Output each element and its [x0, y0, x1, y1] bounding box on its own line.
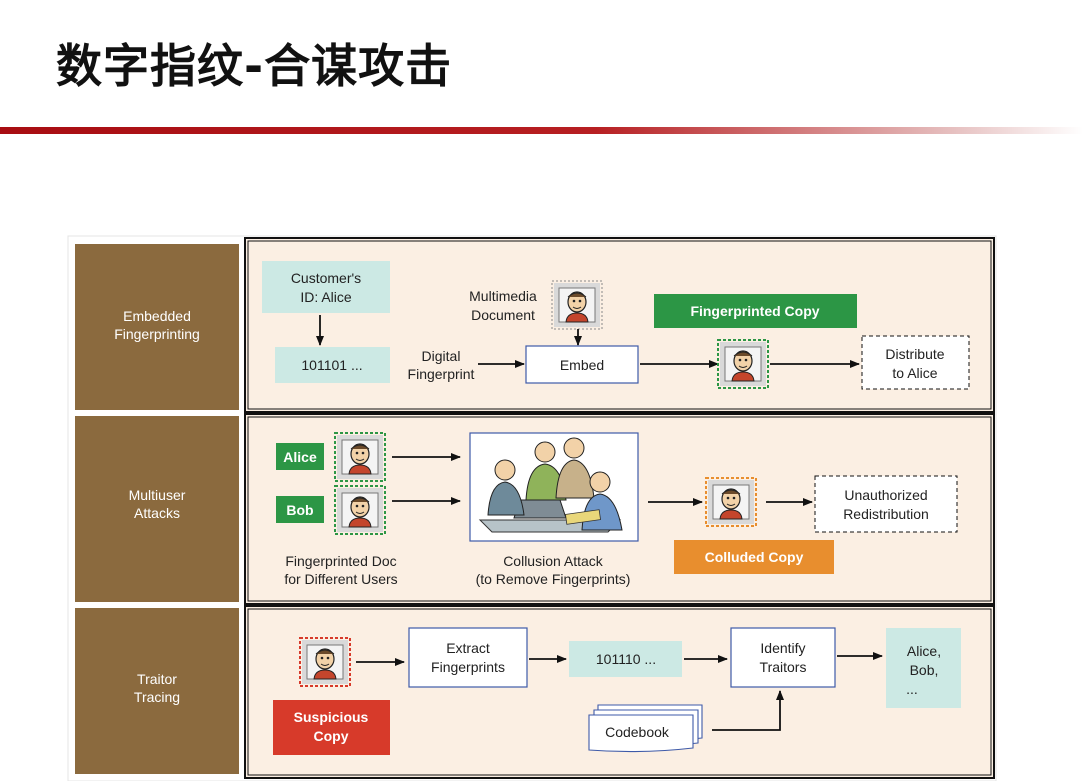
- multimedia-line2: Document: [471, 307, 535, 323]
- bob-label: [276, 496, 324, 523]
- result-line2: Bob,: [910, 662, 939, 678]
- codebook-text: Codebook: [605, 724, 670, 740]
- bob-doc-icon: [334, 485, 386, 535]
- suspicious-line1: Suspicious: [294, 709, 369, 725]
- traitor-bits-text: 101110 ...: [596, 651, 656, 667]
- doc-caption-line2: for Different Users: [284, 571, 397, 587]
- multimedia-line1: Multimedia: [469, 288, 537, 304]
- fingerprinted-copy-icon: [717, 339, 769, 389]
- row-label-traitor: [75, 608, 239, 774]
- embed-box: [525, 345, 639, 384]
- arrow-codebook-to-identify: [712, 690, 784, 731]
- unauthorized-line2: Redistribution: [843, 506, 929, 522]
- bits-box: [275, 347, 390, 383]
- colluded-copy-label: [674, 540, 834, 574]
- suspicious-line2: Copy: [314, 728, 349, 744]
- identify-box: [730, 627, 836, 688]
- alice-label: [276, 443, 324, 470]
- page-title: 数字指纹-合谋攻击: [56, 39, 453, 93]
- alice-doc-icon: [334, 432, 386, 482]
- customer-id-line1: Customer's: [291, 270, 361, 286]
- title-divider: [0, 127, 1083, 134]
- customer-id-box: [262, 261, 390, 313]
- traitor-bits-box: [569, 641, 682, 677]
- label-traitor-line2: Tracing: [134, 689, 180, 705]
- colluded-copy-icon: [705, 477, 757, 527]
- row-multiuser-attacks: Multiuser Attacks Alice Bob Fingerprinte…: [75, 413, 995, 605]
- suspicious-copy-icon: [299, 637, 351, 687]
- bits-text: 101101 ...: [301, 357, 362, 373]
- collusion-attack-illustration: [469, 432, 639, 542]
- extract-line1: Extract: [446, 640, 490, 656]
- bob-text: Bob: [286, 502, 313, 518]
- label-traitor-line1: Traitor: [137, 671, 177, 687]
- row-traitor-tracing: Traitor Tracing Suspicious Copy Extract …: [75, 605, 995, 779]
- label-multiuser-line1: Multiuser: [129, 487, 186, 503]
- identify-line2: Traitors: [760, 659, 807, 675]
- digital-fingerprint-line1: Digital: [422, 348, 461, 364]
- unauthorized-line1: Unauthorized: [844, 487, 927, 503]
- result-line1: Alice,: [907, 643, 941, 659]
- row-embedded-fingerprinting: Embedded Fingerprinting Customer's ID: A…: [75, 237, 995, 413]
- distribute-box: [861, 335, 970, 390]
- extract-box: [408, 627, 528, 688]
- collusion-caption-line1: Collusion Attack: [503, 553, 604, 569]
- suspicious-copy-label: [273, 700, 390, 755]
- result-line3: ...: [906, 681, 918, 697]
- codebook-icon: [588, 704, 703, 753]
- extract-line2: Fingerprints: [431, 659, 505, 675]
- unauthorized-box: [814, 475, 958, 533]
- distribute-line1: Distribute: [885, 346, 944, 362]
- label-embedded-line2: Fingerprinting: [114, 326, 200, 342]
- identify-line1: Identify: [760, 640, 805, 656]
- embed-text: Embed: [560, 357, 604, 373]
- multimedia-document-icon: [551, 280, 603, 330]
- distribute-line2: to Alice: [892, 365, 937, 381]
- fingerprinted-copy-text: Fingerprinted Copy: [690, 303, 819, 319]
- alice-text: Alice: [283, 449, 317, 465]
- colluded-copy-text: Colluded Copy: [705, 549, 804, 565]
- customer-id-line2: ID: Alice: [300, 289, 352, 305]
- collusion-caption-line2: (to Remove Fingerprints): [476, 571, 631, 587]
- fingerprinted-copy-label: [654, 294, 857, 328]
- label-embedded-line1: Embedded: [123, 308, 191, 324]
- row-label-embedded: [75, 244, 239, 410]
- result-box: [886, 628, 961, 708]
- digital-fingerprint-line2: Fingerprint: [408, 366, 475, 382]
- row-label-multiuser: [75, 416, 239, 602]
- label-multiuser-line2: Attacks: [134, 505, 180, 521]
- doc-caption-line1: Fingerprinted Doc: [285, 553, 396, 569]
